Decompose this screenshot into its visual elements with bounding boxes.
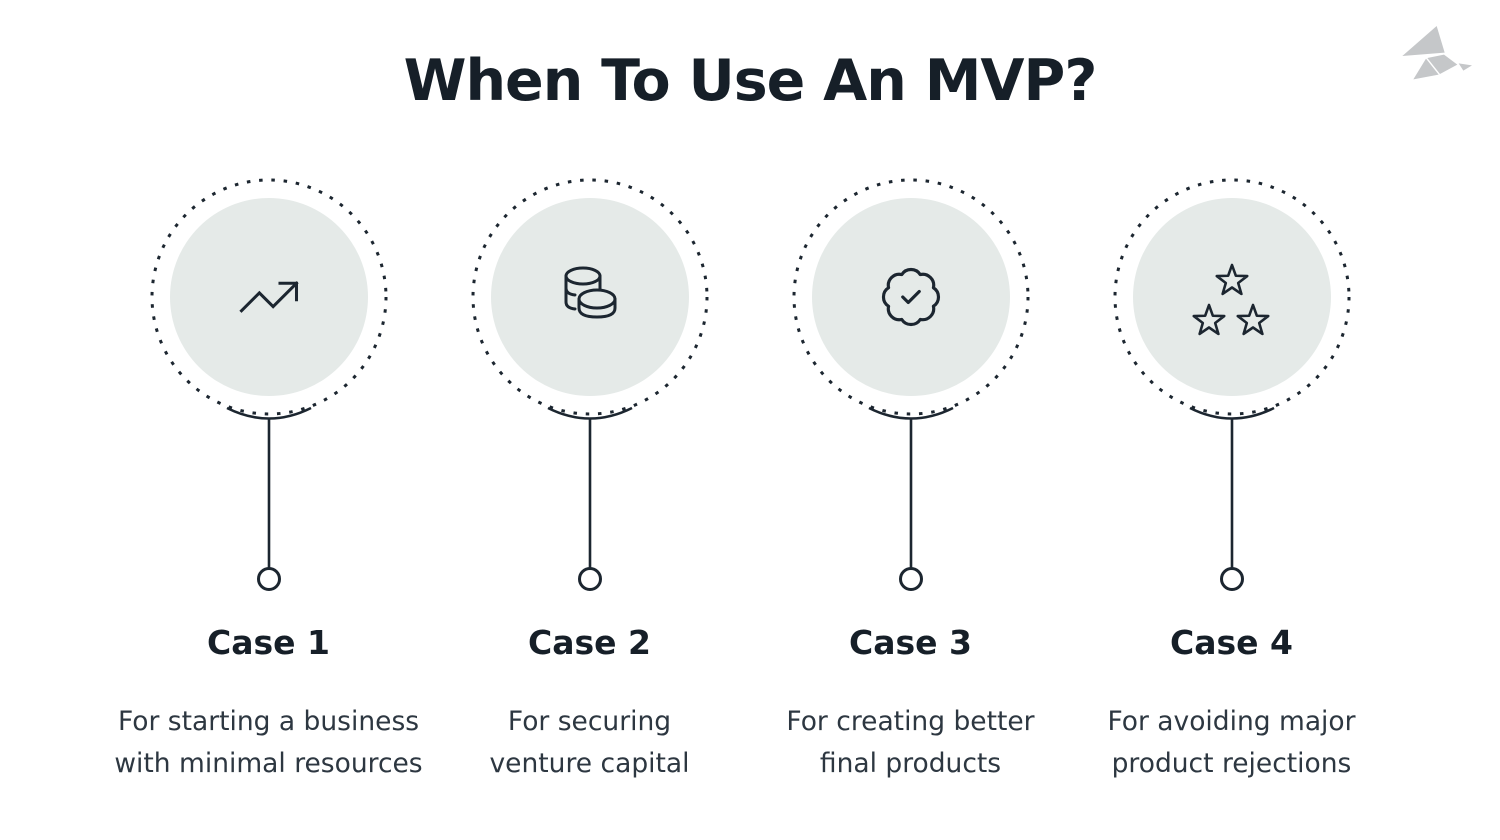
case-2-description: For securing venture capital bbox=[490, 701, 690, 785]
dotted-circle bbox=[792, 178, 1029, 416]
stem-end-dot bbox=[577, 567, 602, 591]
trending-up-icon bbox=[238, 281, 299, 313]
stem-end-dot bbox=[256, 567, 281, 591]
badge-check-icon bbox=[881, 267, 940, 327]
case-3-bubble bbox=[792, 178, 1029, 591]
logo-wing bbox=[1402, 26, 1445, 56]
bubble-bottom-arc bbox=[225, 406, 312, 420]
case-1-description-line2: with minimal resources bbox=[114, 748, 423, 779]
stem-end-dot bbox=[1219, 567, 1244, 591]
bubble-bottom-arc bbox=[867, 406, 954, 420]
case-1-column: Case 1 For starting a business with mini… bbox=[108, 175, 429, 785]
case-4-column: Case 4 For avoiding major product reject… bbox=[1071, 175, 1392, 785]
filled-circle bbox=[811, 198, 1010, 396]
dotted-circle bbox=[471, 178, 708, 416]
case-4-description: For avoiding major product rejections bbox=[1107, 701, 1355, 785]
coins-icon bbox=[564, 266, 616, 319]
case-4-description-line1: For avoiding major bbox=[1107, 706, 1356, 737]
logo-body bbox=[1427, 54, 1458, 74]
filled-circle bbox=[1132, 198, 1331, 396]
page-title: When To Use An MVP? bbox=[403, 48, 1098, 114]
case-4-description-line2: product rejections bbox=[1111, 748, 1352, 779]
case-2-description-line1: For securing bbox=[507, 706, 672, 737]
case-1-description: For starting a business with minimal res… bbox=[114, 701, 422, 785]
logo-tail bbox=[1413, 58, 1439, 80]
case-3-description: For creating better final products bbox=[786, 701, 1034, 785]
three-stars-icon bbox=[1191, 263, 1270, 336]
case-2-description-line2: venture capital bbox=[489, 748, 690, 779]
dotted-circle bbox=[150, 178, 387, 416]
case-3-description-line2: final products bbox=[819, 748, 1002, 779]
case-3-label: Case 3 bbox=[849, 623, 972, 662]
bubble-bottom-arc bbox=[546, 406, 633, 420]
logo-beak bbox=[1458, 63, 1472, 71]
case-2-label: Case 2 bbox=[528, 623, 651, 662]
dotted-circle bbox=[1113, 178, 1350, 416]
case-3-description-line1: For creating better bbox=[786, 706, 1035, 737]
case-3-column: Case 3 For creating better final product… bbox=[750, 175, 1071, 785]
origami-bird-logo bbox=[1402, 26, 1472, 80]
case-1-description-line1: For starting a business bbox=[117, 706, 420, 737]
filled-circle bbox=[169, 198, 368, 396]
case-2-column: Case 2 For securing venture capital bbox=[429, 175, 750, 785]
case-1-label: Case 1 bbox=[207, 623, 330, 662]
case-2-bubble bbox=[471, 178, 708, 591]
cases-row: Case 1 For starting a business with mini… bbox=[0, 175, 1500, 785]
case-4-bubble bbox=[1113, 178, 1350, 591]
stem-end-dot bbox=[898, 567, 923, 591]
case-4-label: Case 4 bbox=[1170, 623, 1293, 662]
case-1-bubble bbox=[150, 178, 387, 591]
bubble-bottom-arc bbox=[1188, 406, 1275, 420]
